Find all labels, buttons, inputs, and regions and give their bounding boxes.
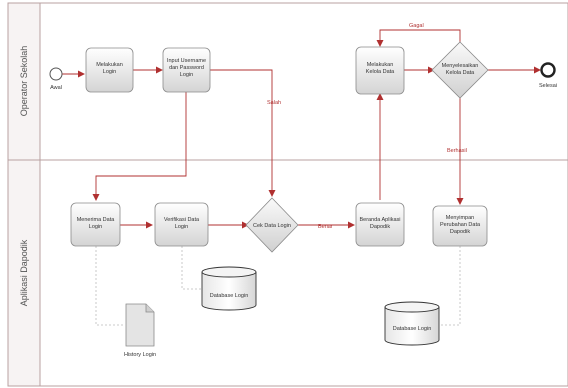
db2-label: Database Login — [393, 326, 432, 332]
lane-header-aplikasi — [7, 159, 41, 387]
flow-input-to-cek-salah — [210, 69, 276, 197]
assoc-db2 — [440, 246, 461, 326]
label-gagal: Gagal — [409, 23, 424, 29]
lane-header-operator — [7, 2, 41, 161]
end-event: Selesai — [539, 62, 557, 89]
assoc-history — [95, 246, 125, 326]
svg-text:Cek Data Login: Cek Data Login — [253, 223, 291, 229]
flow-gagal — [376, 29, 461, 47]
label-benar: Benar — [318, 224, 333, 230]
sequence-flows — [62, 29, 541, 229]
associations — [95, 246, 461, 326]
db1-label: Database Login — [210, 293, 249, 299]
label-salah: Salah — [267, 100, 281, 106]
database-login-2: Database Login — [384, 301, 440, 346]
end-label: Selesai — [539, 83, 557, 89]
history-label: History Login — [124, 352, 156, 358]
database-login-1: Database Login — [201, 266, 257, 311]
label-berhasil: Berhasil — [447, 148, 467, 154]
gateway-cek-data-login: Cek Data Login — [245, 197, 299, 253]
start-label: Awal — [50, 85, 62, 91]
lane-label-operator: Operator Sekolah — [19, 46, 29, 117]
pool: Operator Sekolah Aplikasi Dapodik — [7, 2, 568, 387]
document-history-login: History Login — [124, 303, 156, 358]
assoc-db1 — [181, 246, 208, 290]
lane-label-aplikasi: Aplikasi Dapodik — [19, 239, 29, 306]
flow-input-to-menerima — [92, 92, 187, 201]
start-event: Awal — [49, 67, 63, 91]
